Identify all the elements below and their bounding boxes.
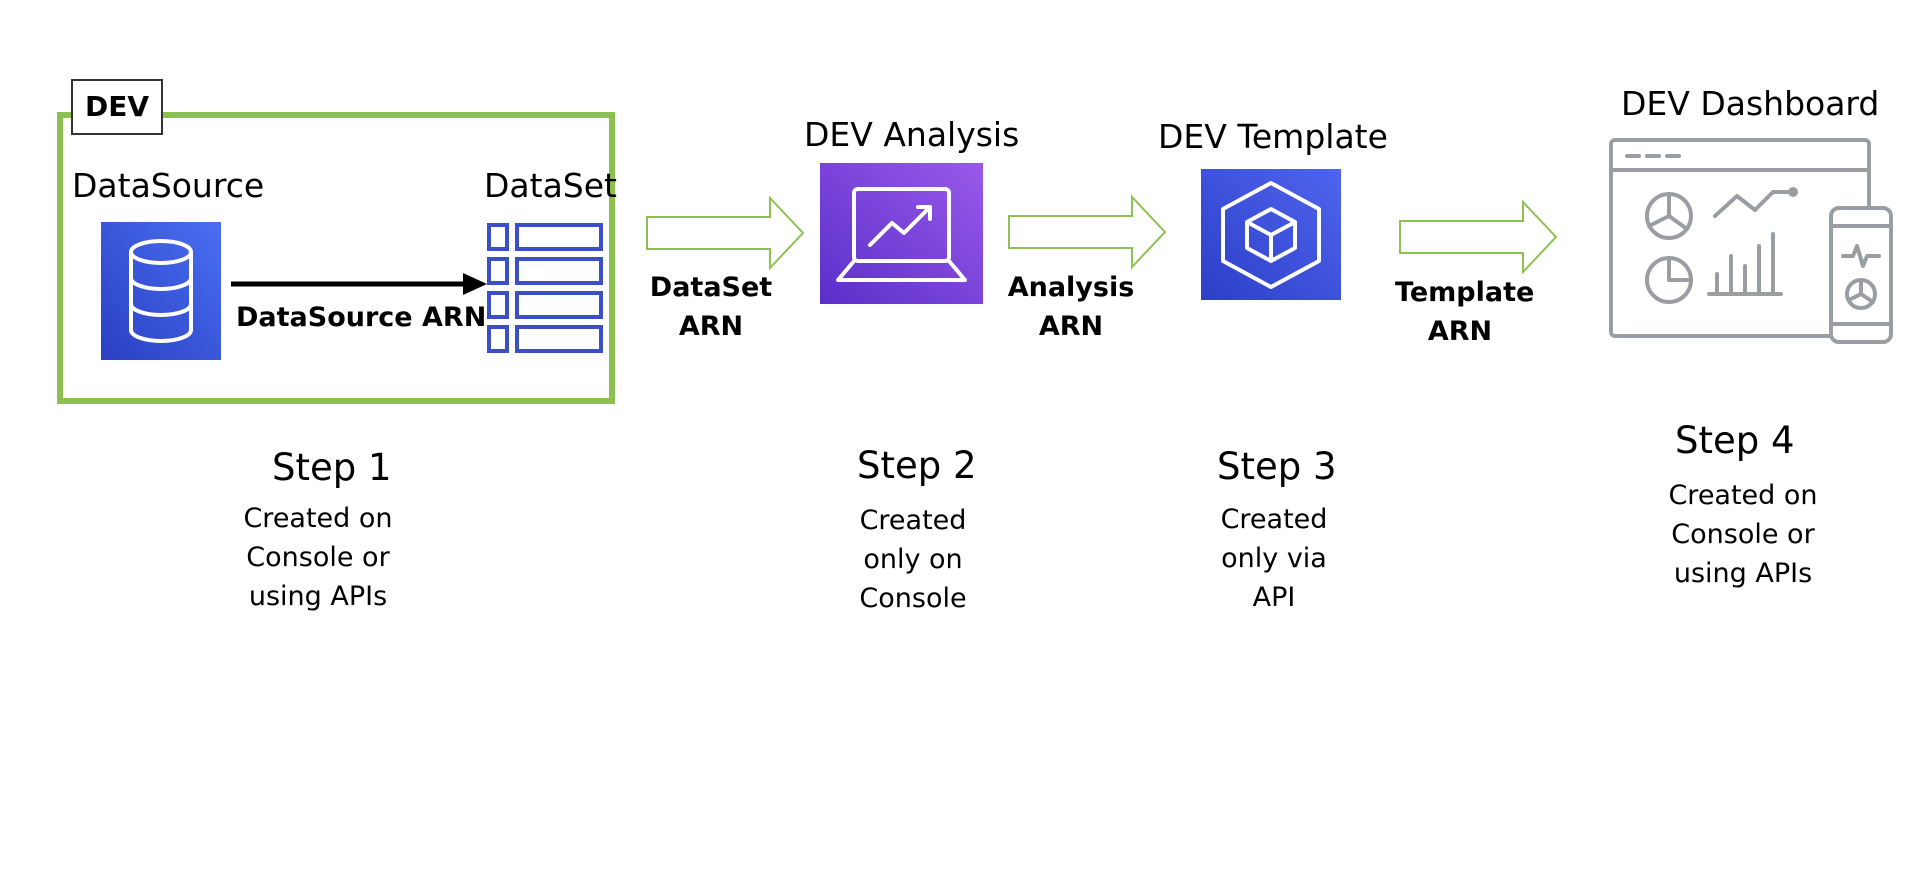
template-arn-label: Template ARN — [1395, 273, 1535, 351]
step-4-desc-line-2: Console or — [1671, 519, 1815, 550]
dataset-table-icon — [487, 223, 603, 353]
analysis-title: DEV Analysis — [804, 115, 1020, 154]
step-1-desc-line-1: Created on — [243, 503, 393, 534]
step-3-description: Created only via API — [1169, 500, 1379, 617]
template-cube-icon — [1201, 169, 1341, 300]
analysis-arn-arrow — [1008, 194, 1167, 270]
template-arn-line-2: ARN — [1427, 316, 1493, 347]
step-3-desc-line-2: only via — [1221, 543, 1327, 574]
step-4-label: Step 4 — [1675, 419, 1795, 462]
dataset-arn-line-2: ARN — [678, 311, 744, 342]
dataset-arn-label: DataSet ARN — [646, 268, 776, 346]
step-4-description: Created on Console or using APIs — [1638, 476, 1848, 593]
analysis-laptop-icon — [820, 163, 983, 304]
dashboard-icon — [1609, 138, 1893, 344]
step-2-description: Created only on Console — [808, 501, 1018, 618]
dataset-title: DataSet — [484, 166, 617, 205]
step-3-label: Step 3 — [1217, 445, 1337, 488]
dashboard-title: DEV Dashboard — [1621, 84, 1880, 123]
step-2-desc-line-2: only on — [863, 544, 963, 575]
step-2-desc-line-3: Console — [859, 583, 967, 614]
datasource-title: DataSource — [72, 166, 265, 205]
dev-environment-frame — [57, 112, 615, 404]
analysis-arn-label: Analysis ARN — [1006, 268, 1136, 346]
template-arn-line-1: Template — [1395, 277, 1535, 308]
template-arn-arrow — [1399, 199, 1558, 275]
database-icon — [101, 222, 221, 360]
step-2-desc-line-1: Created — [859, 505, 967, 536]
datasource-arn-arrow — [231, 273, 487, 295]
dataset-arn-arrow — [646, 195, 805, 271]
step-4-desc-line-1: Created on — [1668, 480, 1818, 511]
step-3-desc-line-1: Created — [1220, 504, 1328, 535]
step-4-desc-line-3: using APIs — [1673, 558, 1813, 589]
dataset-arn-line-1: DataSet — [649, 272, 773, 303]
dev-environment-tag: DEV — [71, 79, 163, 135]
step-1-desc-line-3: using APIs — [248, 581, 388, 612]
analysis-arn-line-1: Analysis — [1007, 272, 1135, 303]
step-1-description: Created on Console or using APIs — [213, 499, 423, 616]
analysis-arn-line-2: ARN — [1038, 311, 1104, 342]
step-1-label: Step 1 — [272, 446, 392, 489]
template-title: DEV Template — [1158, 117, 1388, 156]
step-3-desc-line-3: API — [1252, 582, 1296, 613]
step-2-label: Step 2 — [857, 444, 977, 487]
step-1-desc-line-2: Console or — [246, 542, 390, 573]
datasource-arn-label: DataSource ARN — [236, 302, 487, 333]
